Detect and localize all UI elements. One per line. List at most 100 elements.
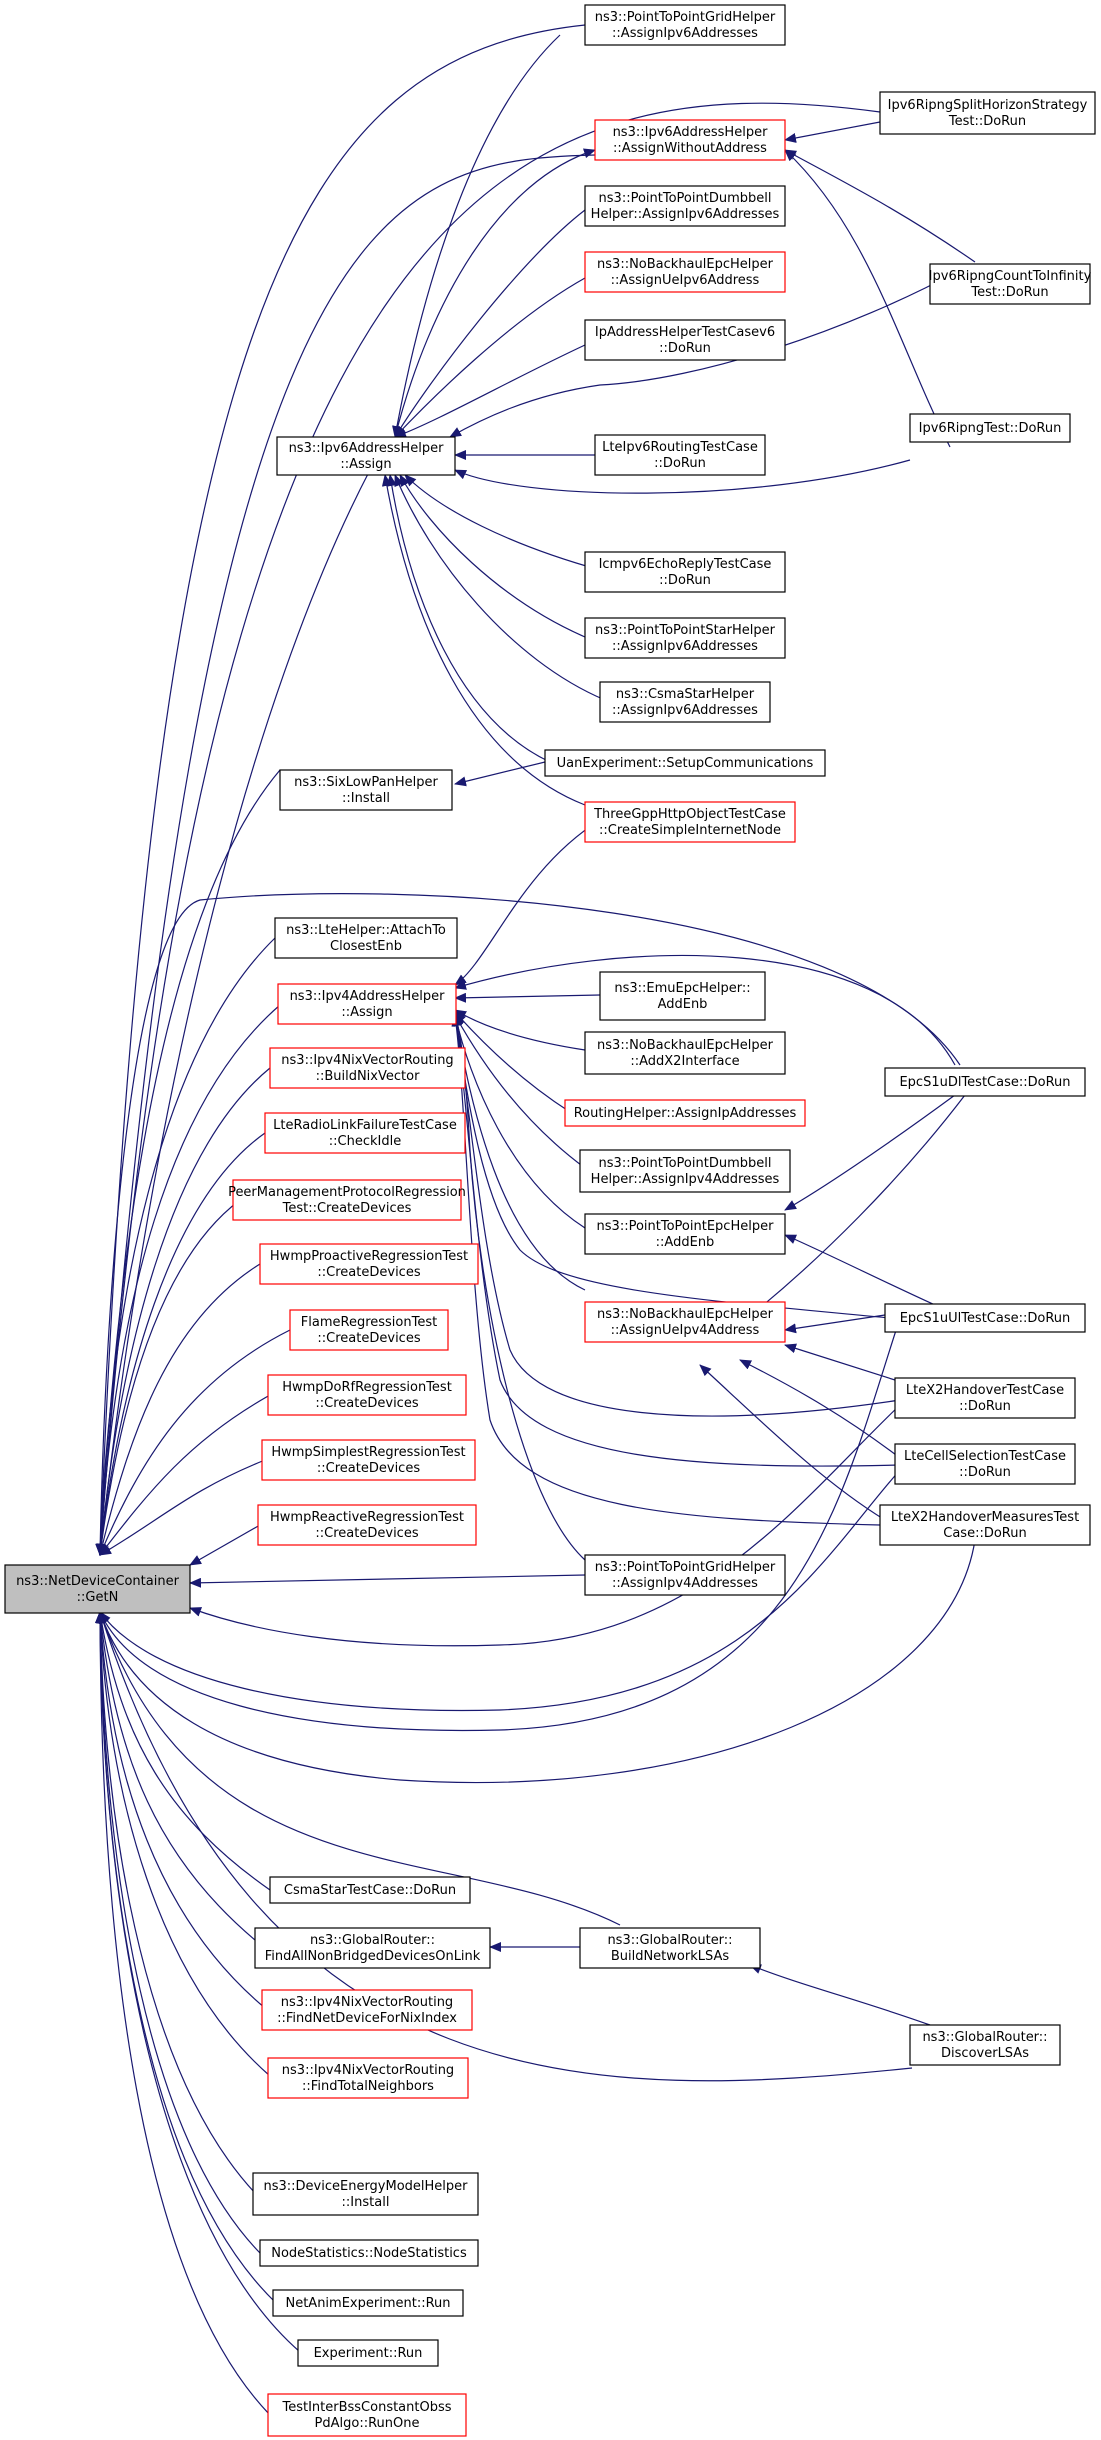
node-lte-ipv6-routing[interactable]: LteIpv6RoutingTestCase::DoRun [594, 434, 766, 476]
edge-ptp-dumbbell-v4-to-ipv4-assign [454, 1014, 586, 1169]
node-uan-setup[interactable]: UanExperiment::SetupCommunications [544, 749, 826, 777]
node-box [274, 917, 458, 959]
edge-ripng-test-to-without [784, 149, 951, 448]
node-gr-discover[interactable]: ns3::GlobalRouter::DiscoverLSAs [909, 2024, 1061, 2066]
node-energy-install[interactable]: ns3::DeviceEnergyModelHelper::Install [252, 2172, 479, 2216]
node-csma-star-v6[interactable]: ns3::CsmaStarHelper::AssignIpv6Addresses [599, 681, 771, 723]
node-label-line: CsmaStarTestCase::DoRun [284, 1883, 456, 1898]
node-ipv6-assign[interactable]: ns3::Ipv6AddressHelper::Assign [276, 436, 456, 476]
edge-nix-find-dev-to-root [95, 1611, 266, 2009]
edge-ltex2-handover-to-ipv4-assign [451, 1014, 901, 1417]
node-ptp-dumbbell-v4[interactable]: ns3::PointToPointDumbbellHelper::AssignI… [579, 1149, 791, 1193]
edge-icmpv6-to-ipv6-assign [404, 474, 601, 571]
edge-ipv4-assign-to-root [95, 1004, 281, 1556]
node-box [269, 1876, 471, 1904]
node-nobackhaul-ue-v6[interactable]: ns3::NoBackhaulEpcHelper::AssignUeIpv6Ad… [584, 251, 786, 293]
node-ptp-grid-v4[interactable]: ns3::PointToPointGridHelper::AssignIpv4A… [584, 1554, 786, 1596]
node-label-line: ::AssignIpv6Addresses [612, 703, 758, 718]
node-nix-build[interactable]: ns3::Ipv4NixVectorRouting::BuildNixVecto… [269, 1047, 466, 1089]
node-node-stats[interactable]: NodeStatistics::NodeStatistics [259, 2239, 479, 2267]
node-epc-s1u-ul[interactable]: EpcS1uUlTestCase::DoRun [884, 1303, 1086, 1333]
node-icmpv6-echo[interactable]: Icmpv6EchoReplyTestCase::DoRun [584, 551, 786, 593]
node-label-line: ThreeGppHttpObjectTestCase [593, 807, 786, 822]
node-emu-epc[interactable]: ns3::EmuEpcHelper::AddEnb [599, 971, 766, 1021]
node-ptp-star-v6[interactable]: ns3::PointToPointStarHelper::AssignIpv6A… [584, 617, 786, 659]
node-ptp-dumbbell-v6[interactable]: ns3::PointToPointDumbbellHelper::AssignI… [584, 185, 786, 227]
node-routing-helper[interactable]: RoutingHelper::AssignIpAddresses [564, 1099, 806, 1127]
node-label-line: ns3::PointToPointDumbbell [599, 1156, 772, 1171]
node-epc-s1u-dl[interactable]: EpcS1uDlTestCase::DoRun [884, 1067, 1086, 1097]
node-box [261, 1439, 476, 1481]
node-hwmp-dorf[interactable]: HwmpDoRfRegressionTest::CreateDevices [267, 1374, 467, 1416]
node-gr-build[interactable]: ns3::GlobalRouter::BuildNetworkLSAs [579, 1927, 761, 1969]
node-label-line: ::AssignWithoutAddress [613, 141, 767, 156]
edge-ltex2-measures-to-ipv4-assign [451, 1014, 881, 1526]
node-peer-mgmt[interactable]: PeerManagementProtocolRegressionTest::Cr… [228, 1179, 466, 1221]
node-hwmp-proactive[interactable]: HwmpProactiveRegressionTest::CreateDevic… [259, 1243, 479, 1285]
node-label-line: DiscoverLSAs [941, 2046, 1029, 2061]
node-sixlowpan[interactable]: ns3::SixLowPanHelper::Install [279, 769, 453, 811]
node-label-line: ::DoRun [659, 573, 711, 588]
node-label-line: ns3::PointToPointGridHelper [595, 10, 776, 25]
node-label-line: ::AssignIpv6Addresses [612, 26, 758, 41]
node-label-line: NodeStatistics::NodeStatistics [271, 2246, 467, 2261]
node-label-line: ns3::PointToPointStarHelper [595, 623, 776, 638]
node-nix-find-total[interactable]: ns3::Ipv4NixVectorRouting::FindTotalNeig… [267, 2057, 469, 2099]
node-nobackhaul-x2[interactable]: ns3::NoBackhaulEpcHelper::AddX2Interface [584, 1031, 786, 1075]
node-lte-rlf[interactable]: LteRadioLinkFailureTestCase::CheckIdle [264, 1112, 466, 1154]
node-flame[interactable]: FlameRegressionTest::CreateDevices [289, 1309, 449, 1351]
node-box [232, 1179, 462, 1221]
edge-epc-s1u-dl-to-ipv4-assign [454, 954, 956, 1066]
node-ltex2-handover[interactable]: LteX2HandoverTestCase::DoRun [894, 1377, 1076, 1419]
node-ripng-test[interactable]: Ipv6RipngTest::DoRun [909, 413, 1071, 443]
node-ptp-epc-addenb[interactable]: ns3::PointToPointEpcHelper::AddEnb [584, 1213, 786, 1255]
node-gr-find[interactable]: ns3::GlobalRouter::FindAllNonBridgedDevi… [254, 1927, 491, 1969]
node-label-line: ::CreateDevices [315, 1396, 418, 1411]
node-box [584, 1213, 786, 1255]
node-box [579, 1149, 791, 1193]
edge-inter-bss-to-root [95, 1611, 271, 2416]
node-hwmp-simplest[interactable]: HwmpSimplestRegressionTest::CreateDevice… [261, 1439, 476, 1481]
edge-hwmp-simplest-to-root [99, 1459, 266, 1556]
node-box [594, 434, 766, 476]
node-label-line: FlameRegressionTest [301, 1315, 437, 1330]
node-box [584, 251, 786, 293]
node-label-line: ::AssignUeIpv4Address [611, 1323, 760, 1338]
node-csma-star-test[interactable]: CsmaStarTestCase::DoRun [269, 1876, 471, 1904]
node-label-line: ::Assign [341, 1005, 392, 1020]
edge-gr-discover-to-root [98, 1611, 913, 2082]
edge-ptp-grid-v4-to-root [189, 1574, 586, 1588]
node-netanim[interactable]: NetAnimExperiment::Run [272, 2289, 464, 2317]
node-nobackhaul-ue-v4[interactable]: ns3::NoBackhaulEpcHelper::AssignUeIpv4Ad… [584, 1301, 786, 1343]
node-box [884, 1067, 1086, 1097]
node-ipaddr-testv6[interactable]: IpAddressHelperTestCasev6::DoRun [584, 319, 786, 361]
edge-epc-s1u-ul-to-ptp-epc [784, 1234, 936, 1306]
node-box [879, 91, 1096, 135]
edge-lte-cell-sel-to-root [99, 1469, 901, 1712]
edge-ipaddr-testv6-to-ipv6-assign [394, 344, 586, 438]
node-experiment[interactable]: Experiment::Run [297, 2339, 439, 2367]
edge-ltex2-handover-to-root [189, 1404, 901, 1647]
edge-epc-s1u-dl-to-nobackhaul-v4 [744, 1094, 966, 1321]
node-lte-cell-sel[interactable]: LteCellSelectionTestCase::DoRun [894, 1443, 1076, 1485]
node-ipv4-assign[interactable]: ns3::Ipv4AddressHelper::Assign [277, 983, 457, 1025]
edge-gr-build-to-root [98, 1611, 621, 1926]
node-label-line: Test::CreateDevices [282, 1201, 412, 1216]
edge-hwmp-reactive-to-root [189, 1524, 261, 1566]
node-label-line: ::BuildNixVector [316, 1069, 421, 1084]
node-hwmp-reactive[interactable]: HwmpReactiveRegressionTest::CreateDevice… [257, 1504, 477, 1546]
node-label-line: ns3::LteHelper::AttachTo [286, 923, 446, 938]
edge-ptp-epc-to-ipv4-assign [452, 1014, 586, 1229]
node-threegpp-http[interactable]: ThreeGppHttpObjectTestCase::CreateSimple… [584, 801, 796, 843]
node-ptp-grid-v6[interactable]: ns3::PointToPointGridHelper::AssignIpv6A… [584, 4, 786, 46]
node-root[interactable]: ns3::NetDeviceContainer::GetN [4, 1564, 191, 1614]
node-ipv6-assign-without[interactable]: ns3::Ipv6AddressHelper::AssignWithoutAdd… [594, 119, 786, 161]
node-nix-find-dev[interactable]: ns3::Ipv4NixVectorRouting::FindNetDevice… [261, 1989, 473, 2031]
node-label-line: Test::DoRun [970, 285, 1048, 300]
edge-epc-s1u-ul-to-root [99, 1317, 901, 1732]
